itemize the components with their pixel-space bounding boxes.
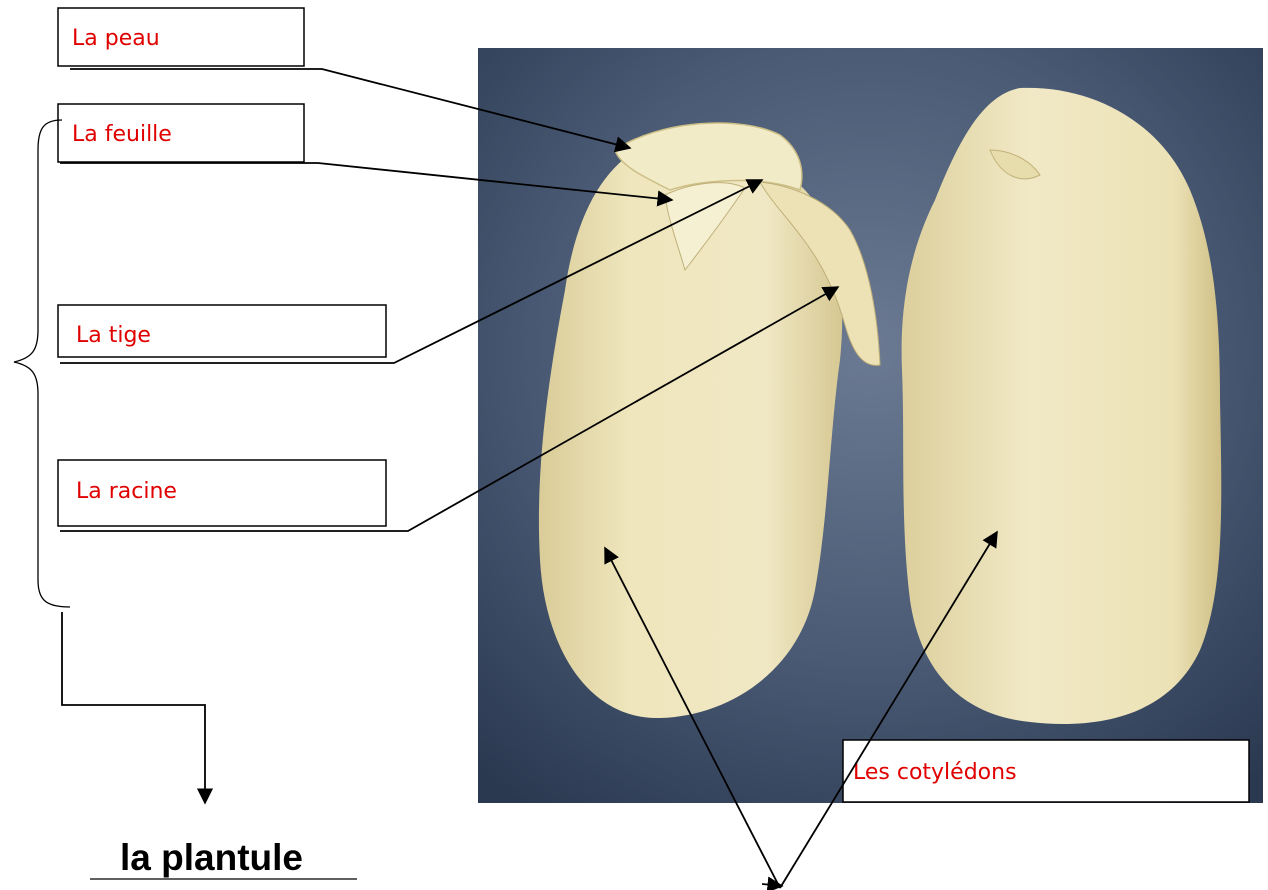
label-tige: La tige (76, 323, 151, 348)
label-peau: La peau (72, 26, 160, 51)
label-box-feuille: La feuille (58, 104, 304, 162)
label-box-racine: La racine (58, 460, 386, 526)
right-cotyledon (902, 88, 1222, 724)
seed-photo (478, 48, 1263, 803)
plantule-connector (62, 612, 205, 803)
right-seed (902, 88, 1222, 724)
plantule-title: la plantule (120, 837, 303, 878)
label-cotyledons: Les cotylédons (853, 760, 1017, 785)
label-box-tige: La tige (58, 305, 386, 357)
label-racine: La racine (76, 479, 177, 504)
label-feuille: La feuille (72, 122, 172, 147)
label-box-peau: La peau (58, 8, 304, 66)
label-box-cotyledons: Les cotylédons (843, 740, 1249, 802)
